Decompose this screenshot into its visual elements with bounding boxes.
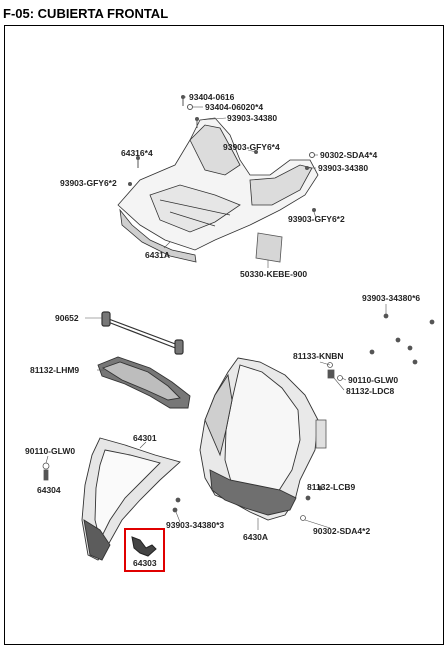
part-label: 93903-GFY6*2 [288, 214, 345, 224]
part-label: 64301 [133, 433, 157, 443]
part-label: 93404-0616 [189, 92, 235, 102]
page-title: F-05: CUBIERTA FRONTAL [3, 6, 169, 21]
part-label: 93903-34380*3 [166, 520, 224, 530]
part-label: 64304 [37, 485, 61, 495]
fastener-icons-right [42, 313, 435, 521]
part-label: 93404-06020*4 [205, 102, 263, 112]
part-label: 93903-34380 [318, 163, 368, 173]
part-label: 93903-34380*6 [362, 293, 420, 303]
part-label: 81132-LDC8 [346, 386, 394, 396]
part-label: 93903-34380 [227, 113, 277, 123]
part-label: 81132-LHM9 [30, 365, 79, 375]
part-label: 90110-GLW0 [348, 375, 398, 385]
part-label: 90302-SDA4*4 [320, 150, 377, 160]
front-cover-6430A-drawing [199, 357, 319, 521]
part-label: 50330-KEBE-900 [240, 269, 307, 279]
part-label: 6431A [145, 250, 170, 260]
part-label: 93903-GFY6*4 [223, 142, 280, 152]
part-label: 64316*4 [121, 148, 153, 158]
part-labels: 93404-0616 93404-06020*4 93903-34380 643… [25, 92, 420, 568]
part-label: 6430A [243, 532, 268, 542]
part-label-highlighted: 64303 [133, 558, 157, 568]
part-label: 90302-SDA4*2 [313, 526, 370, 536]
label-plate-drawing [255, 232, 283, 263]
diagram-frame [4, 25, 444, 645]
leader-lines [45, 96, 387, 530]
part-label: 90110-GLW0 [25, 446, 75, 456]
highlight-box [124, 528, 165, 572]
part-label: 81133-KNBN [293, 351, 344, 361]
inner-cover-6431A-drawing [117, 117, 319, 263]
part-label: 93903-GFY6*2 [60, 178, 117, 188]
part-label: 90652 [55, 313, 79, 323]
lower-panel-64301-drawing [81, 437, 181, 561]
part-label: 81132-LCB9 [307, 482, 355, 492]
cable-90652-drawing [101, 311, 184, 355]
clip-64303-drawing [131, 536, 157, 557]
inner-panel-81132-LHM9-drawing [97, 356, 191, 409]
